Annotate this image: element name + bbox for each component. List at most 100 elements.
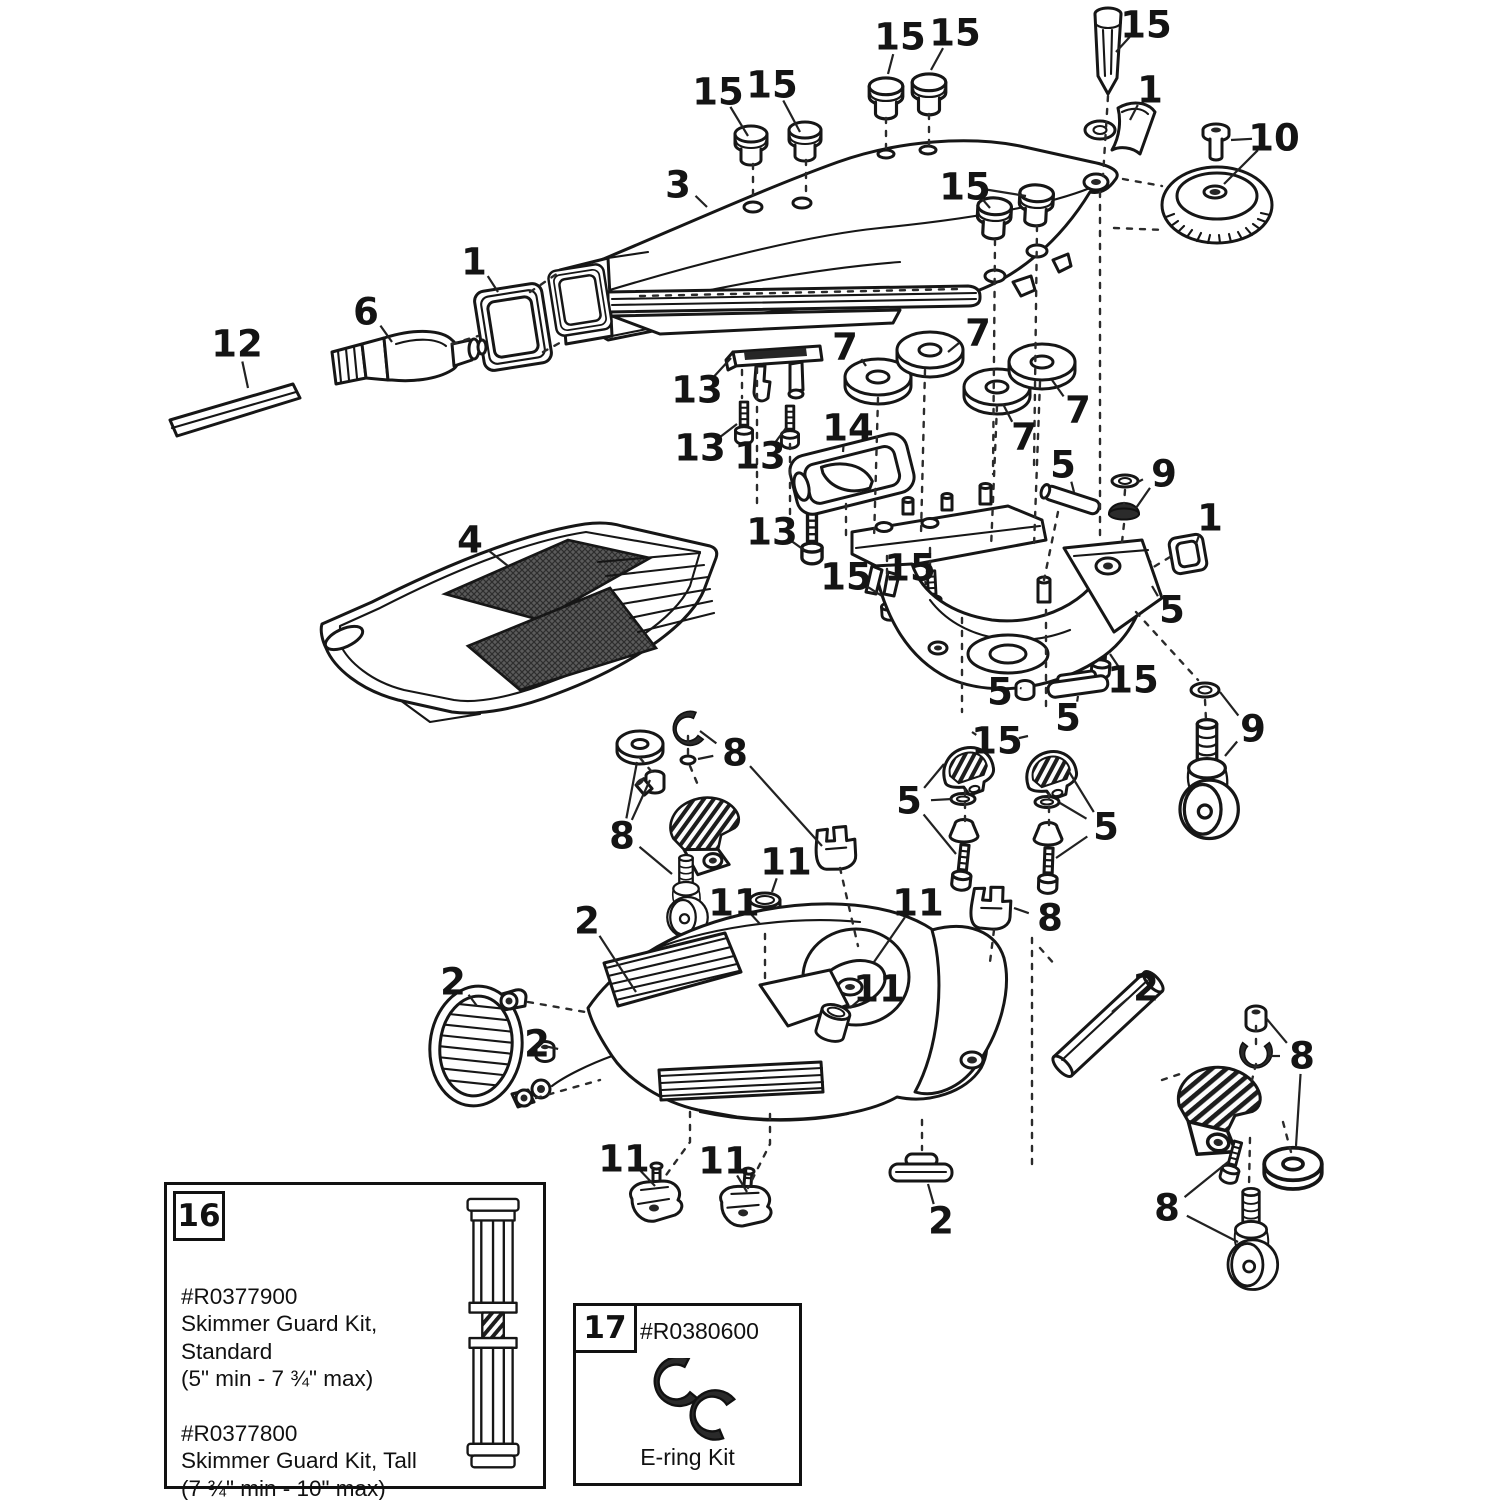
leader-line bbox=[1294, 1073, 1302, 1147]
callout-2: 2 bbox=[928, 1200, 954, 1243]
inset-17-number: 17 bbox=[573, 1303, 637, 1353]
caster-hardware-part9 bbox=[1107, 473, 1240, 841]
leader-line bbox=[924, 580, 928, 586]
kit-entry: #R0377800 Skimmer Guard Kit, Tall (7 ¾" … bbox=[181, 1420, 449, 1500]
callout-11: 11 bbox=[698, 1140, 750, 1183]
kit-part-number: #R0377900 bbox=[181, 1284, 298, 1309]
leader-line bbox=[930, 797, 953, 802]
knob-part10 bbox=[1160, 122, 1274, 245]
leader-lines bbox=[241, 36, 1302, 1243]
leader-line bbox=[241, 361, 250, 389]
leader-line bbox=[1059, 802, 1088, 820]
wheel-washers-part7 bbox=[843, 330, 1077, 416]
leader-line bbox=[467, 994, 478, 1007]
leader-line bbox=[1013, 906, 1030, 915]
callout-8: 8 bbox=[609, 815, 635, 858]
leader-line bbox=[782, 99, 801, 133]
callout-5: 5 bbox=[1055, 697, 1081, 740]
callout-8: 8 bbox=[1037, 897, 1063, 940]
leader-line bbox=[736, 1174, 748, 1193]
callout-2: 2 bbox=[524, 1023, 550, 1066]
leader-line bbox=[699, 730, 718, 745]
leader-line bbox=[1055, 835, 1088, 859]
leader-line bbox=[864, 584, 883, 597]
callout-15: 15 bbox=[939, 166, 991, 209]
leader-line bbox=[1129, 104, 1139, 121]
leader-line bbox=[1224, 740, 1239, 757]
square-plug-part1 bbox=[1167, 532, 1209, 576]
leader-line bbox=[712, 357, 732, 379]
callout-2: 2 bbox=[1133, 967, 1159, 1010]
hose-adapter-part6 bbox=[330, 329, 488, 386]
leader-line bbox=[926, 1183, 935, 1205]
leader-line bbox=[697, 754, 714, 761]
callout-15: 15 bbox=[746, 64, 798, 107]
callout-7: 7 bbox=[965, 312, 991, 355]
top-cover-part3 bbox=[558, 139, 1119, 346]
callout-7: 7 bbox=[1011, 416, 1037, 459]
leader-line bbox=[1135, 487, 1151, 509]
callout-11: 11 bbox=[598, 1138, 650, 1181]
inset-16-text: #R0377900 Skimmer Guard Kit, Standard (5… bbox=[181, 1283, 449, 1500]
kit-entry: #R0377900 Skimmer Guard Kit, Standard (5… bbox=[181, 1283, 449, 1393]
ering-kit-name: E-ring Kit bbox=[640, 1444, 735, 1470]
leader-line bbox=[841, 445, 845, 453]
callout-13: 13 bbox=[746, 511, 798, 554]
callout-11: 11 bbox=[760, 841, 812, 884]
inset-skimmer-guard-kits: 16 #R0377900 Skimmer Guard Kit, Standard… bbox=[164, 1182, 546, 1500]
callout-9: 9 bbox=[1240, 708, 1266, 751]
callout-7: 7 bbox=[1065, 389, 1091, 432]
leader-line bbox=[790, 539, 805, 551]
leader-line bbox=[379, 324, 393, 343]
weir-flap-part14 bbox=[788, 432, 916, 516]
alignment-dashes bbox=[450, 94, 1293, 1190]
leader-line bbox=[971, 731, 977, 736]
kit-part-number: #R0377800 bbox=[181, 1420, 298, 1446]
leader-line bbox=[1018, 734, 1029, 740]
callout-11: 11 bbox=[708, 882, 760, 925]
retainer-clip-part1 bbox=[1083, 101, 1157, 156]
leader-line bbox=[729, 106, 749, 137]
chassis-bracket-part5 bbox=[850, 482, 1164, 691]
leader-line bbox=[749, 765, 823, 847]
callout-2: 2 bbox=[574, 900, 600, 943]
leader-line bbox=[1115, 36, 1131, 53]
callout-8: 8 bbox=[722, 732, 748, 775]
leader-line bbox=[1076, 695, 1080, 702]
callout-15: 15 bbox=[1120, 4, 1172, 47]
leader-line bbox=[543, 1044, 559, 1051]
leader-line bbox=[750, 913, 761, 925]
callout-13: 13 bbox=[734, 435, 786, 478]
kit-name: Skimmer Guard Kit, Standard bbox=[181, 1311, 378, 1364]
callout-14: 14 bbox=[822, 407, 874, 450]
leader-line bbox=[886, 53, 895, 75]
callout-5: 5 bbox=[896, 780, 922, 823]
callout-15: 15 bbox=[820, 556, 872, 599]
leader-line bbox=[922, 813, 957, 855]
callout-3: 3 bbox=[665, 164, 691, 207]
callout-15: 15 bbox=[1107, 659, 1159, 702]
callout-8: 8 bbox=[1154, 1187, 1180, 1230]
leader-line bbox=[774, 427, 787, 444]
leader-line bbox=[625, 761, 639, 819]
leader-line bbox=[486, 275, 499, 293]
kit-name: Skimmer Guard Kit, Tall bbox=[181, 1448, 417, 1474]
leader-line bbox=[1067, 769, 1095, 813]
callout-13: 13 bbox=[671, 369, 723, 412]
leader-line bbox=[1111, 997, 1129, 1013]
leader-line bbox=[1051, 379, 1065, 398]
callout-13: 13 bbox=[674, 427, 726, 470]
leader-line bbox=[1186, 1214, 1239, 1243]
ering-drawing bbox=[648, 1358, 737, 1443]
inlet-gaskets-part1 bbox=[471, 262, 614, 374]
callout-1: 1 bbox=[1197, 497, 1223, 540]
kit-size: (7 ¾" min - 10" max) bbox=[181, 1475, 386, 1500]
leader-line bbox=[947, 341, 961, 353]
inset-16-number: 16 bbox=[173, 1191, 225, 1241]
callout-11: 11 bbox=[892, 882, 944, 925]
callout-1: 1 bbox=[1137, 69, 1163, 112]
callout-15: 15 bbox=[874, 16, 926, 59]
callout-5: 5 bbox=[1050, 444, 1076, 487]
